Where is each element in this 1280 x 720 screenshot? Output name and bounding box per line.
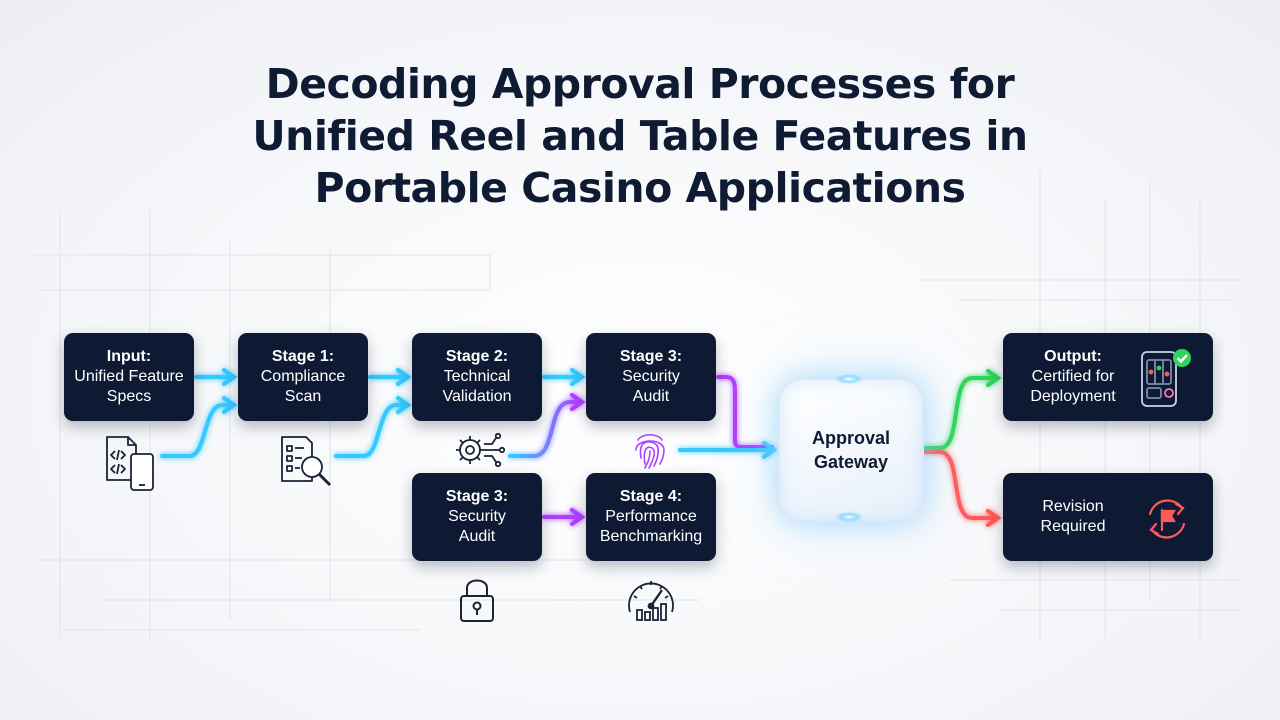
node-stage1-title: Stage 1: xyxy=(271,348,335,365)
gateway-glow-top xyxy=(835,374,863,384)
node-stage3-top-line-2: Audit xyxy=(632,388,670,405)
node-stage2-line-2: Validation xyxy=(442,388,512,405)
node-output-line-1: Certified for xyxy=(1031,368,1115,385)
connector-stage1icon-stage2 xyxy=(334,403,408,458)
node-stage2-title: Stage 2: xyxy=(445,348,509,365)
connector-inputicon-stage1 xyxy=(160,403,234,458)
gateway-line-1: Approval xyxy=(811,428,890,448)
connector-stage3-gateway xyxy=(716,375,774,449)
magnifier-document-icon xyxy=(281,436,332,487)
node-output[interactable]: Output: Certified for Deployment xyxy=(1003,333,1213,421)
gateway-glow-bottom xyxy=(835,512,863,522)
node-stage4[interactable]: Stage 4: Performance Benchmarking xyxy=(586,473,716,561)
gateway-line-2: Gateway xyxy=(813,452,889,472)
node-input-line-1: Unified Feature xyxy=(74,368,184,385)
lock-icon xyxy=(460,579,494,622)
node-output-line-2: Deployment xyxy=(1030,388,1116,405)
node-stage3-top-title: Stage 3: xyxy=(619,348,683,365)
node-revision[interactable]: Revision Required xyxy=(1003,473,1213,561)
connector-gear-stage3 xyxy=(508,400,582,458)
node-revision-line-1: Required xyxy=(1040,518,1106,535)
node-stage3-bottom-title: Stage 3: xyxy=(445,488,509,505)
node-stage3-bottom[interactable]: Stage 3: Security Audit xyxy=(412,473,542,561)
node-stage2[interactable]: Stage 2: Technical Validation xyxy=(412,333,542,421)
node-stage4-line-1: Performance xyxy=(605,508,697,525)
title-line-1: Decoding Approval Processes for xyxy=(265,60,1015,108)
node-stage1[interactable]: Stage 1: Compliance Scan xyxy=(238,333,368,421)
node-stage4-title: Stage 4: xyxy=(619,488,683,505)
speedometer-chart-icon xyxy=(628,581,674,621)
node-stage3-bottom-line-1: Security xyxy=(448,508,506,525)
approval-gateway[interactable]: Approval Gateway xyxy=(778,378,924,522)
node-stage3-top-line-1: Security xyxy=(622,368,680,385)
node-input[interactable]: Input: Unified Feature Specs xyxy=(64,333,194,421)
node-stage4-line-2: Benchmarking xyxy=(599,528,703,545)
node-output-title: Output: xyxy=(1044,348,1102,365)
code-document-phone-icon xyxy=(106,436,154,491)
connector-gateway-revision xyxy=(920,450,998,520)
connector-gateway-output xyxy=(920,376,998,450)
node-stage2-line-1: Technical xyxy=(443,368,511,385)
node-revision-title: Revision xyxy=(1042,498,1104,515)
node-stage1-line-2: Scan xyxy=(284,388,322,405)
title-line-3: Portable Casino Applications xyxy=(314,164,966,212)
page-title: Decoding Approval Processes for Unified … xyxy=(140,58,1140,214)
revision-flag-icon xyxy=(1148,499,1186,539)
fingerprint-icon xyxy=(635,433,665,469)
node-input-line-2: Specs xyxy=(106,388,152,405)
gear-circuit-icon xyxy=(456,432,506,468)
node-stage1-line-1: Compliance xyxy=(260,368,346,385)
node-stage3-top[interactable]: Stage 3: Security Audit xyxy=(586,333,716,421)
node-stage3-bottom-line-2: Audit xyxy=(458,528,496,545)
title-line-2: Unified Reel and Table Features in xyxy=(252,112,1028,160)
phone-slot-check-icon xyxy=(1141,349,1191,407)
node-input-title: Input: xyxy=(106,348,152,365)
